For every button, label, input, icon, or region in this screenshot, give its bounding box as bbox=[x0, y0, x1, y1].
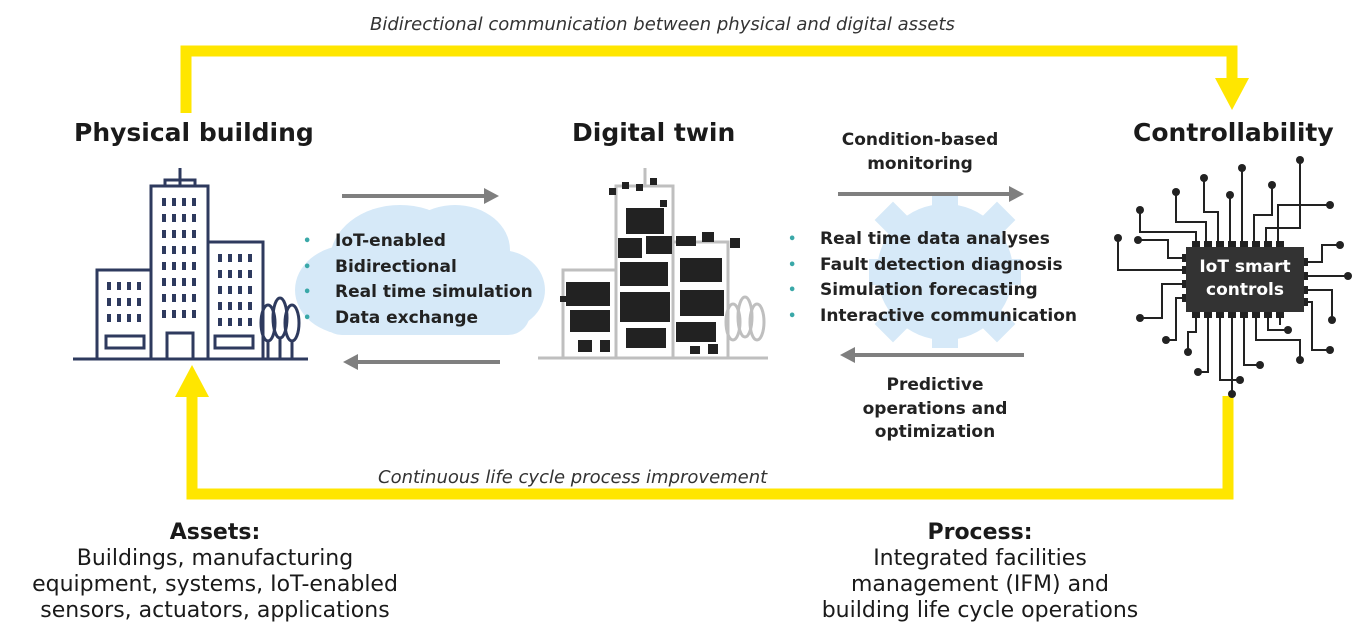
controllability-title: Controllability bbox=[1133, 118, 1334, 147]
predictive-label-line: optimization bbox=[874, 422, 996, 442]
assets-block: Assets: Buildings, manufacturing equipme… bbox=[20, 520, 410, 624]
chip-label-line: controls bbox=[1206, 280, 1284, 300]
predictive-label: Predictive operations and optimization bbox=[845, 374, 1025, 445]
assets-line: sensors, actuators, applications bbox=[40, 598, 390, 623]
cloud-bullet-item: Data exchange bbox=[303, 306, 533, 332]
physical-building-title: Physical building bbox=[74, 118, 314, 147]
chip-icon bbox=[1114, 156, 1352, 398]
predictive-label-line: Predictive bbox=[886, 375, 984, 395]
chip-label-line: IoT smart bbox=[1199, 257, 1291, 277]
assets-line: equipment, systems, IoT-enabled bbox=[32, 572, 398, 597]
bottom-caption: Continuous life cycle process improvemen… bbox=[378, 467, 768, 488]
bottom-loop-arrow bbox=[175, 365, 1234, 500]
assets-line: Buildings, manufacturing bbox=[76, 546, 354, 571]
process-line: building life cycle operations bbox=[821, 598, 1139, 623]
gear-bullet-item: Simulation forecasting bbox=[788, 278, 1077, 304]
monitoring-label: Condition-based monitoring bbox=[830, 129, 1010, 176]
gear-bullet-item: Interactive communication bbox=[788, 304, 1077, 330]
arrow-to-control bbox=[838, 186, 1024, 202]
building-icon bbox=[73, 168, 308, 361]
digital-twin-title: Digital twin bbox=[572, 118, 736, 147]
process-title: Process: bbox=[927, 520, 1033, 545]
top-caption: Bidirectional communication between phys… bbox=[370, 14, 955, 35]
monitoring-label-line: monitoring bbox=[867, 153, 973, 174]
arrow-to-twin-feedback bbox=[840, 347, 1024, 363]
building-windows bbox=[107, 198, 252, 326]
assets-title: Assets: bbox=[169, 520, 261, 545]
process-line: management (IFM) and bbox=[850, 572, 1110, 597]
monitoring-label-line: Condition-based bbox=[841, 130, 999, 150]
top-loop-arrow bbox=[180, 45, 1249, 113]
gear-bullet-item: Real time data analyses bbox=[788, 227, 1077, 253]
gear-bullet-item: Fault detection diagnosis bbox=[788, 253, 1077, 279]
process-block: Process: Integrated facilities managemen… bbox=[780, 520, 1180, 624]
process-line: Integrated facilities bbox=[873, 546, 1087, 571]
predictive-label-line: operations and bbox=[862, 398, 1008, 419]
arrow-to-twin bbox=[342, 188, 499, 204]
cloud-bullet-item: Real time simulation bbox=[303, 280, 533, 306]
cloud-bullet-item: Bidirectional bbox=[303, 255, 533, 281]
cloud-bullet-item: IoT-enabled bbox=[303, 229, 533, 255]
chip-label: IoT smart controls bbox=[1186, 256, 1304, 302]
digital-twin-icon bbox=[538, 168, 768, 360]
arrow-to-physical bbox=[343, 354, 500, 370]
cloud-bullet-list: IoT-enabled Bidirectional Real time simu… bbox=[303, 229, 533, 331]
gear-bullet-list: Real time data analyses Fault detection … bbox=[788, 227, 1077, 329]
